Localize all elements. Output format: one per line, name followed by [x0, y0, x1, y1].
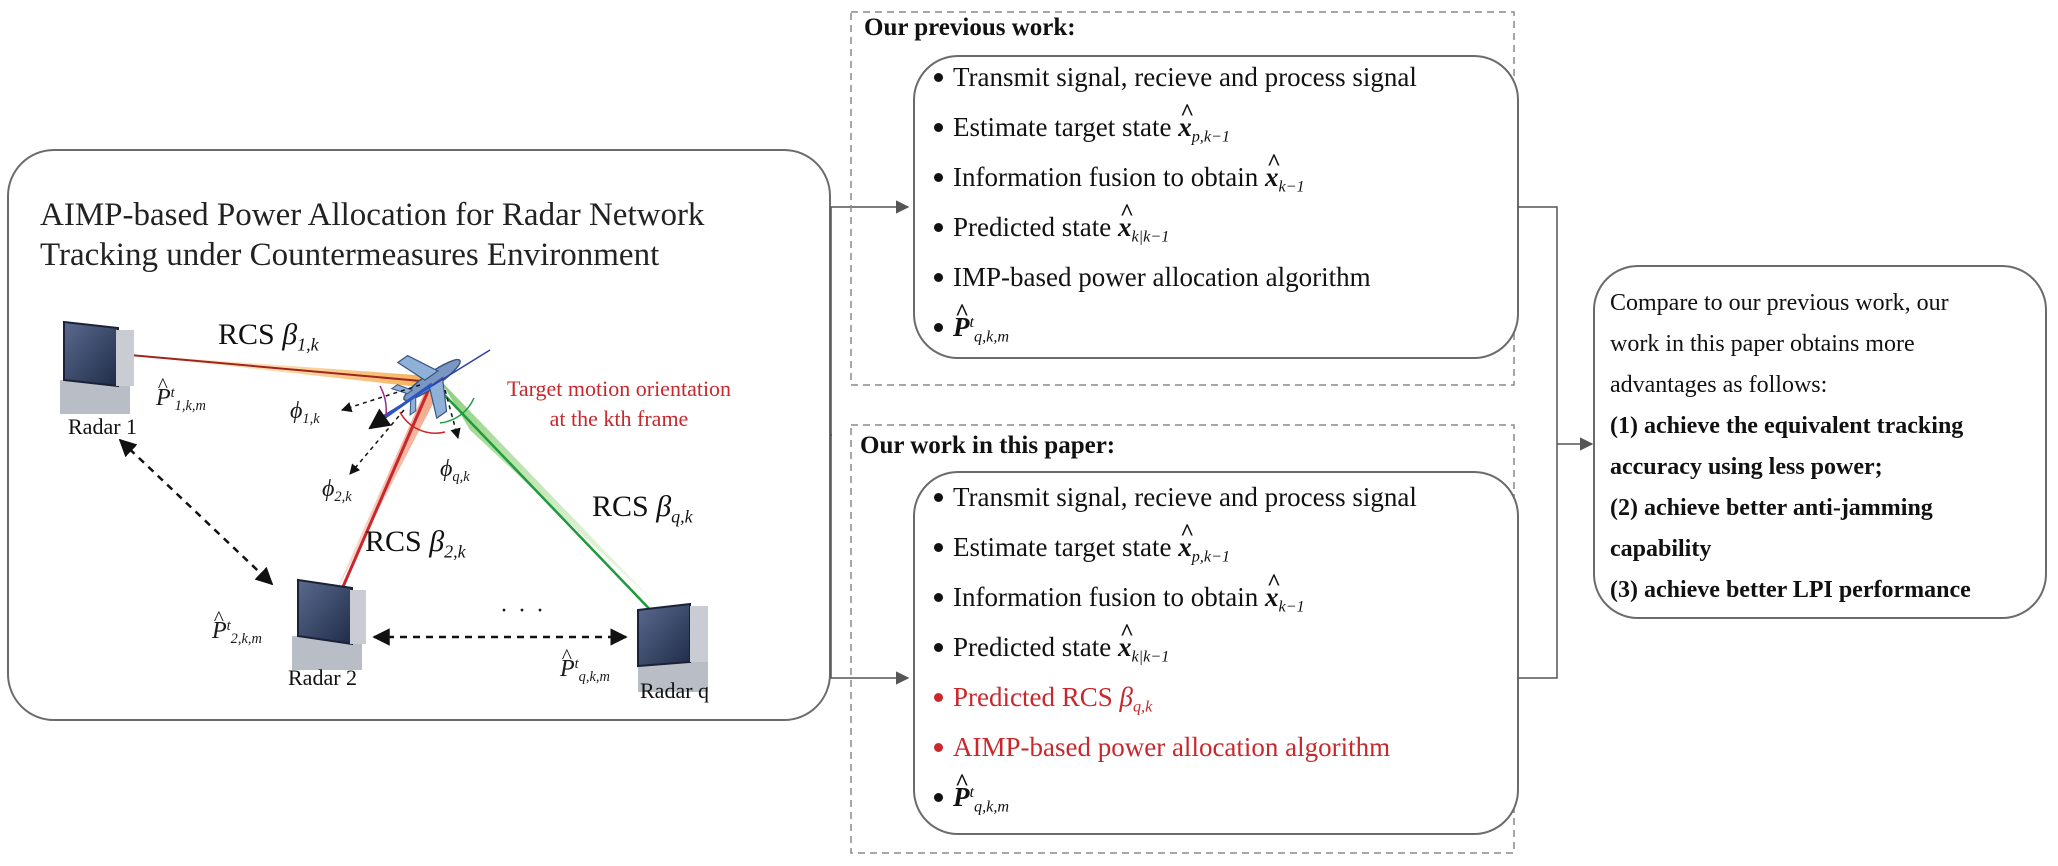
previous-work-dashed-box: [850, 11, 1515, 386]
previous-item-3: Information fusion to obtain xk−1: [934, 149, 1305, 197]
rcs-label-radarq: RCS βq,k: [592, 490, 693, 527]
beam-radar2: [332, 384, 440, 600]
phi2-arrow: [349, 409, 405, 475]
link-radar1-radar2: [118, 438, 274, 586]
angle-arc-q: [439, 397, 475, 424]
radar1-label: Radar 1: [68, 414, 138, 439]
radarq-label: Radar q: [640, 678, 710, 703]
rcs-label-radar2: RCS β2,k: [365, 525, 466, 562]
paper-item-7: Ptq,k,m: [934, 769, 1009, 817]
conclusion-line-3: advantages as follows:: [1610, 372, 1828, 398]
target-orientation-note-line2: at the kth frame: [549, 406, 689, 431]
connector-to-paper: [830, 435, 910, 685]
beam-radar1: [110, 353, 430, 388]
connector-paper-out: [1518, 444, 1558, 679]
phiq-label: ϕq,k: [440, 456, 470, 486]
beam-line-radarq: [431, 381, 661, 621]
paper-item-3: Information fusion to obtain xk−1: [934, 569, 1305, 617]
paper-item-4: Predicted state xk|k−1: [934, 619, 1169, 667]
paper-item-6: AIMP-based power allocation algorithm: [934, 732, 1390, 763]
phi1-arrow: [341, 384, 421, 413]
this-paper-box: [913, 471, 1519, 835]
radar-ellipsis: · · ·: [500, 598, 546, 624]
left-panel-title-line2: Tracking under Countermeasures Environme…: [40, 237, 660, 273]
paper-item-1: Transmit signal, recieve and process sig…: [934, 482, 1417, 513]
angle-arc-2: [399, 411, 446, 434]
previous-item-4: Predicted state xk|k−1: [934, 199, 1169, 247]
connector-previous-out: [1518, 206, 1558, 444]
conclusion-point-1a: (1) achieve the equivalent tracking: [1610, 413, 1964, 439]
radar2-label: Radar 2: [288, 665, 358, 690]
previous-item-2: Estimate target state xp,k−1: [934, 99, 1230, 147]
previous-item-1: Transmit signal, recieve and process sig…: [934, 62, 1417, 93]
conclusion-point-3: (3) achieve better LPI performance: [1610, 577, 1971, 603]
angle-arc-1: [379, 385, 387, 416]
beam-line-radar1: [107, 352, 433, 383]
radar1-icon: [60, 320, 134, 414]
power-label-radarq: Ptq,k,m: [560, 644, 610, 686]
previous-work-title: Our previous work:: [864, 14, 1076, 41]
paper-item-2: Estimate target state xp,k−1: [934, 519, 1230, 567]
connector-to-previous: [830, 200, 910, 435]
conclusion-point-2b: capability: [1610, 536, 1712, 562]
rcs-label-radar1: RCS β1,k: [218, 318, 319, 355]
conclusion-box: [1593, 265, 2047, 619]
previous-item-5: IMP-based power allocation algorithm: [934, 262, 1371, 293]
radarq-icon: [637, 602, 708, 692]
previous-item-6: Ptq,k,m: [934, 299, 1009, 347]
target-orientation-note-line1: Target motion orientation: [506, 376, 732, 401]
this-paper-title: Our work in this paper:: [860, 432, 1116, 459]
aircraft-icon: [390, 354, 461, 420]
conclusion-point-1b: accuracy using less power;: [1610, 454, 1883, 480]
conclusion-line-1: Compare to our previous work, our: [1610, 290, 1949, 316]
conclusion-point-2a: (2) achieve better anti-jamming: [1610, 495, 1933, 521]
power-label-radar1: Pt1,k,m: [156, 373, 206, 415]
radar2-icon: [292, 578, 366, 670]
power-label-radar2: Pt2,k,m: [212, 606, 262, 648]
phi1-label: ϕ1,k: [290, 398, 320, 428]
left-panel-title-line1: AIMP-based Power Allocation for Radar Ne…: [40, 197, 705, 233]
phi2-label: ϕ2,k: [322, 476, 352, 506]
phiq-arrow: [444, 389, 461, 440]
paper-item-5: Predicted RCS βq,k: [934, 682, 1152, 717]
orientation-arrow-blue: [368, 382, 433, 430]
beam-line-radar2: [330, 381, 434, 613]
conclusion-line-2: work in this paper obtains more: [1610, 331, 1915, 357]
beam-radarq: [440, 380, 660, 608]
